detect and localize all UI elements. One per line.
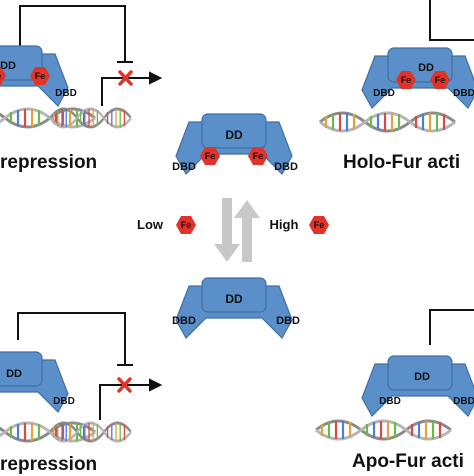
dbd-label: DBD: [172, 161, 196, 173]
panel-top-right: DD Fe Fe DBD DBD: [318, 0, 474, 133]
low-label: Low: [137, 217, 164, 232]
dbd-label: DBD: [379, 396, 401, 407]
fe-label: Fe: [35, 71, 46, 81]
dna-helix: [0, 107, 133, 129]
equilibrium-arrows: [214, 198, 260, 262]
dbd-label: DBD: [55, 88, 77, 99]
dd-label: DD: [414, 371, 430, 383]
regulation-line: [17, 312, 133, 366]
panel-bottom-right: DD DBD DBD: [314, 309, 474, 441]
dna-helix: [314, 419, 453, 441]
panel-top-left: DD Fe Fe DBD: [0, 5, 163, 129]
fe-label: Fe: [253, 151, 264, 161]
fe-label: Fe: [435, 75, 446, 85]
fur-protein: DD Fe Fe DBD DBD: [361, 47, 474, 109]
dd-label: DD: [0, 60, 16, 72]
caption-bottom-right: Apo-Fur acti: [352, 451, 464, 472]
caption-bottom-left: repression: [0, 454, 98, 475]
high-iron: Fe: [309, 216, 329, 234]
fur-protein: DD DBD DBD: [361, 355, 474, 417]
dd-label: DD: [225, 128, 243, 142]
panel-bottom-left: DD DBD: [0, 312, 163, 443]
dbd-label: DBD: [373, 88, 395, 99]
fur-protein: DD DBD: [0, 351, 75, 413]
dbd-label: DBD: [453, 396, 474, 407]
regulation-line: [429, 309, 474, 345]
dd-label: DD: [418, 62, 434, 74]
fe-label: Fe: [181, 220, 192, 230]
block-mark: [118, 70, 133, 86]
dbd-label: DBD: [453, 88, 474, 99]
dbd-label: DBD: [53, 396, 75, 407]
high-label: High: [270, 217, 299, 232]
promoter-arrow: [99, 378, 163, 420]
low-iron: Fe: [176, 216, 196, 234]
dd-label: DD: [225, 292, 243, 306]
dbd-label: DBD: [276, 315, 300, 327]
holo-fur-protein: DD Fe Fe DBD DBD: [172, 113, 298, 175]
dna-helix: [0, 421, 133, 443]
dbd-label: DBD: [274, 161, 298, 173]
block-mark: [117, 377, 132, 393]
fe-label: Fe: [401, 75, 412, 85]
fe-label: Fe: [205, 151, 216, 161]
fur-protein: DD Fe Fe DBD: [0, 45, 77, 107]
dna-helix: [318, 111, 457, 133]
caption-top-right: Holo-Fur acti: [343, 152, 461, 173]
regulation-line: [19, 5, 133, 63]
fe-label: Fe: [314, 220, 325, 230]
promoter-arrow: [101, 71, 163, 106]
dd-label: DD: [6, 368, 22, 380]
caption-top-left: repression: [0, 152, 98, 173]
apo-fur-protein: DD DBD DBD: [172, 277, 300, 339]
fe-label: Fe: [0, 71, 1, 81]
regulation-line: [429, 0, 474, 41]
dbd-label: DBD: [172, 315, 196, 327]
